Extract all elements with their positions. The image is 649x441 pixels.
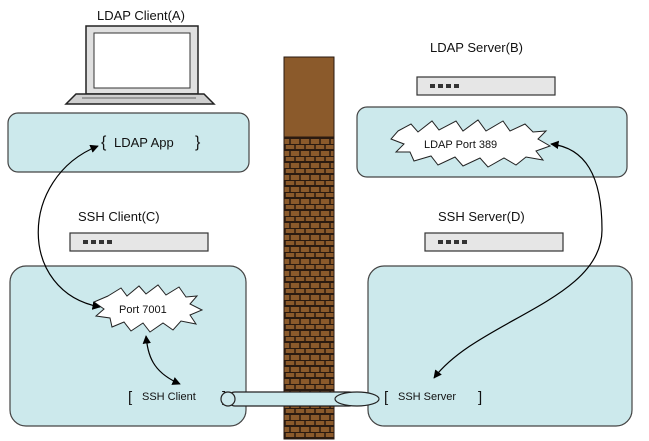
arrow-port7001-to-ssh-client (142, 335, 181, 385)
server-device-icon (69, 232, 209, 252)
ssh-server-bracket-close: ] (478, 389, 482, 406)
ssh-server-title: SSH Server(D) (438, 209, 525, 224)
arrow-ssh-server-to-ldap-port (433, 140, 603, 379)
brace-open: { (101, 134, 107, 151)
ldap-port-label: LDAP Port 389 (424, 139, 497, 151)
ldap-client-title: LDAP Client(A) (97, 8, 185, 23)
ldap-client-panel (7, 112, 250, 173)
burst-icon (92, 284, 204, 333)
firewall-icon (283, 56, 335, 440)
brace-close: } (195, 134, 201, 151)
server-device-icon (424, 232, 564, 252)
ldap-app-label: LDAP App (114, 135, 174, 150)
server-device-icon (416, 76, 556, 96)
ssh-client-bracket-open: [ (128, 389, 133, 406)
ssh-server-bracket-open: [ (384, 389, 389, 406)
laptop-icon (64, 25, 216, 105)
ssh-server-label: SSH Server (398, 391, 456, 403)
port-7001-label: Port 7001 (119, 304, 167, 316)
ldap-server-title: LDAP Server(B) (430, 40, 523, 55)
arrow-ldap-app-to-port7001 (37, 144, 101, 310)
ssh-client-title: SSH Client(C) (78, 209, 160, 224)
ssh-client-label: SSH Client (142, 391, 196, 403)
tunnel-icon (220, 391, 380, 407)
